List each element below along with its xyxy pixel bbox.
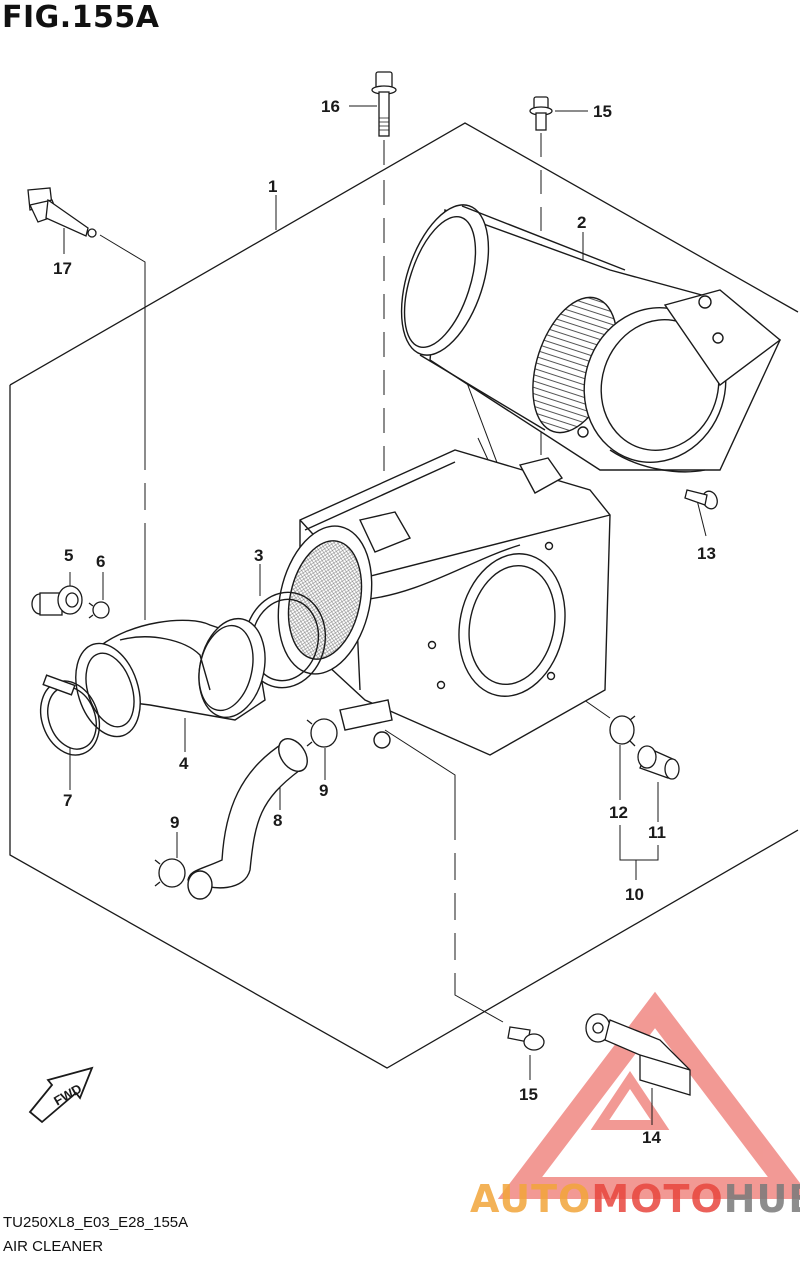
callout-5: 5 (64, 546, 73, 565)
callout-11: 11 (648, 823, 666, 842)
clamp-part-7 (39, 674, 101, 756)
drain-plug-part-17 (27, 187, 97, 238)
forward-direction-arrow: FWD (28, 1066, 94, 1124)
clip-part-6 (88, 601, 110, 619)
callout-9-upper: 9 (319, 781, 328, 800)
watermark-auto: AUTO (470, 1177, 591, 1221)
cap-part-11 (637, 745, 680, 780)
clip-part-9-upper (306, 718, 338, 748)
callout-4: 4 (179, 754, 189, 773)
watermark-hub: HUB (724, 1177, 800, 1221)
bracket-part-14 (585, 1013, 691, 1096)
air-filter-element-part-2 (400, 204, 782, 473)
callout-15-bottom: 15 (519, 1085, 538, 1104)
section-name: AIR CLEANER (3, 1238, 104, 1255)
callout-2: 2 (577, 213, 586, 232)
watermark-text: AUTOMOTOHUB (470, 1177, 800, 1221)
clip-part-9-lower (154, 858, 186, 888)
clip-part-12 (609, 715, 636, 747)
watermark-moto: MOTO (591, 1177, 723, 1221)
callout-1: 1 (268, 177, 277, 196)
air-cleaner-case (277, 449, 611, 756)
callout-17: 17 (53, 259, 72, 278)
callout-7: 7 (63, 791, 72, 810)
model-code: TU250XL8_E03_E28_155A (3, 1214, 189, 1231)
fitting-part-5 (31, 585, 83, 616)
callout-15-top: 15 (593, 102, 612, 121)
callout-8: 8 (273, 811, 282, 830)
assembly-boundary (9, 122, 799, 1069)
callout-10: 10 (625, 885, 644, 904)
intake-duct-part-4 (75, 617, 266, 738)
callout-9-lower: 9 (170, 813, 179, 832)
screw-part-13 (684, 489, 718, 510)
callout-13: 13 (697, 544, 716, 563)
figure-title: FIG.155A (2, 0, 160, 35)
callout-12: 12 (609, 803, 628, 822)
callout-16: 16 (321, 97, 340, 116)
bolt-long-part-16 (371, 71, 397, 137)
watermark-logo (497, 991, 800, 1199)
callout-3: 3 (254, 546, 263, 565)
bolt-part-15-bottom (507, 1026, 545, 1051)
bolt-part-15-top (529, 96, 553, 131)
drain-hose-part-8 (187, 738, 308, 900)
callout-14: 14 (642, 1128, 661, 1147)
callout-6: 6 (96, 552, 105, 571)
